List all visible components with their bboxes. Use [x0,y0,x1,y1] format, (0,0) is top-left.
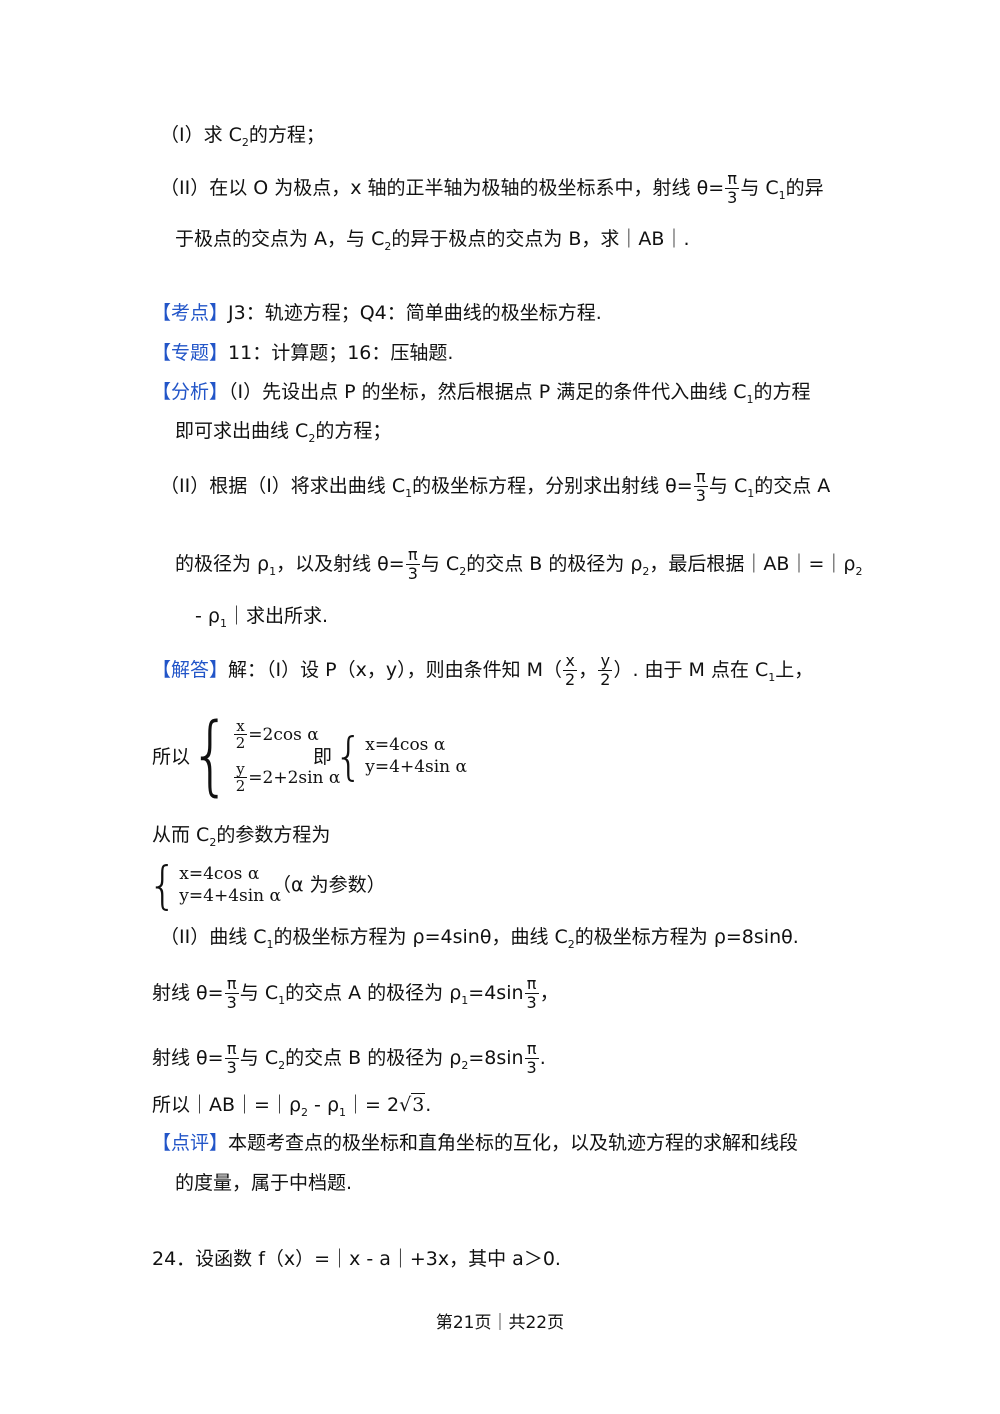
zhuanti-section: 【专题】11：计算题；16：压轴题. [152,342,454,364]
dianping-section: 【点评】本题考查点的极坐标和直角坐标的互化，以及轨迹方程的求解和线段 [152,1132,799,1154]
zhuanti-tag: 【专题】 [152,342,229,364]
congr-line: 从而 C2的参数方程为 [152,824,331,849]
parametric-equation-system: { x=4cos α y=4+4sin α [148,855,281,915]
fenxi-tag: 【分析】 [152,381,229,403]
param-note: （α 为参数） [272,874,386,896]
fenxi-line5: - ρ1｜求出所求. [195,605,329,630]
kaodian-tag: 【考点】 [152,302,229,324]
jieda-tag: 【解答】 [152,659,229,681]
fenxi-line2: 即可求出曲线 C2的方程； [175,420,392,445]
dianping-tag: 【点评】 [152,1132,229,1154]
final-answer: 所以｜AB｜=｜ρ2 - ρ1｜= 2√3. [152,1093,432,1119]
question-part-2-line2: 于极点的交点为 A，与 C2的异于极点的交点为 B，求｜AB｜. [175,228,690,253]
dianping-line2: 的度量，属于中档题. [175,1172,353,1194]
suoyi-label: 所以 [152,746,191,768]
ji-label: 即 [313,746,333,768]
left-brace: { [190,706,231,806]
equation-system-2: { x=4cos α y=4+4sin α [334,726,467,786]
kaodian-section: 【考点】J3：轨迹方程；Q4：简单曲线的极坐标方程. [152,302,602,324]
left-brace: { [148,855,178,915]
left-brace: { [334,726,364,786]
solution-part-2: （II）曲线 C1的极坐标方程为 ρ=4sinθ，曲线 C2的极坐标方程为 ρ=… [160,926,799,951]
sqrt-radicand: 3 [411,1093,426,1116]
fenxi-section: 【分析】（I）先设出点 P 的坐标，然后根据点 P 满足的条件代入曲线 C1的方… [152,381,811,406]
question-part-1: （I）求 C2的方程； [160,124,325,149]
page-footer: 第21页｜共22页 [435,1313,565,1333]
question-24: 24．设函数 f（x）=｜x - a｜+3x，其中 a＞0. [152,1248,561,1270]
